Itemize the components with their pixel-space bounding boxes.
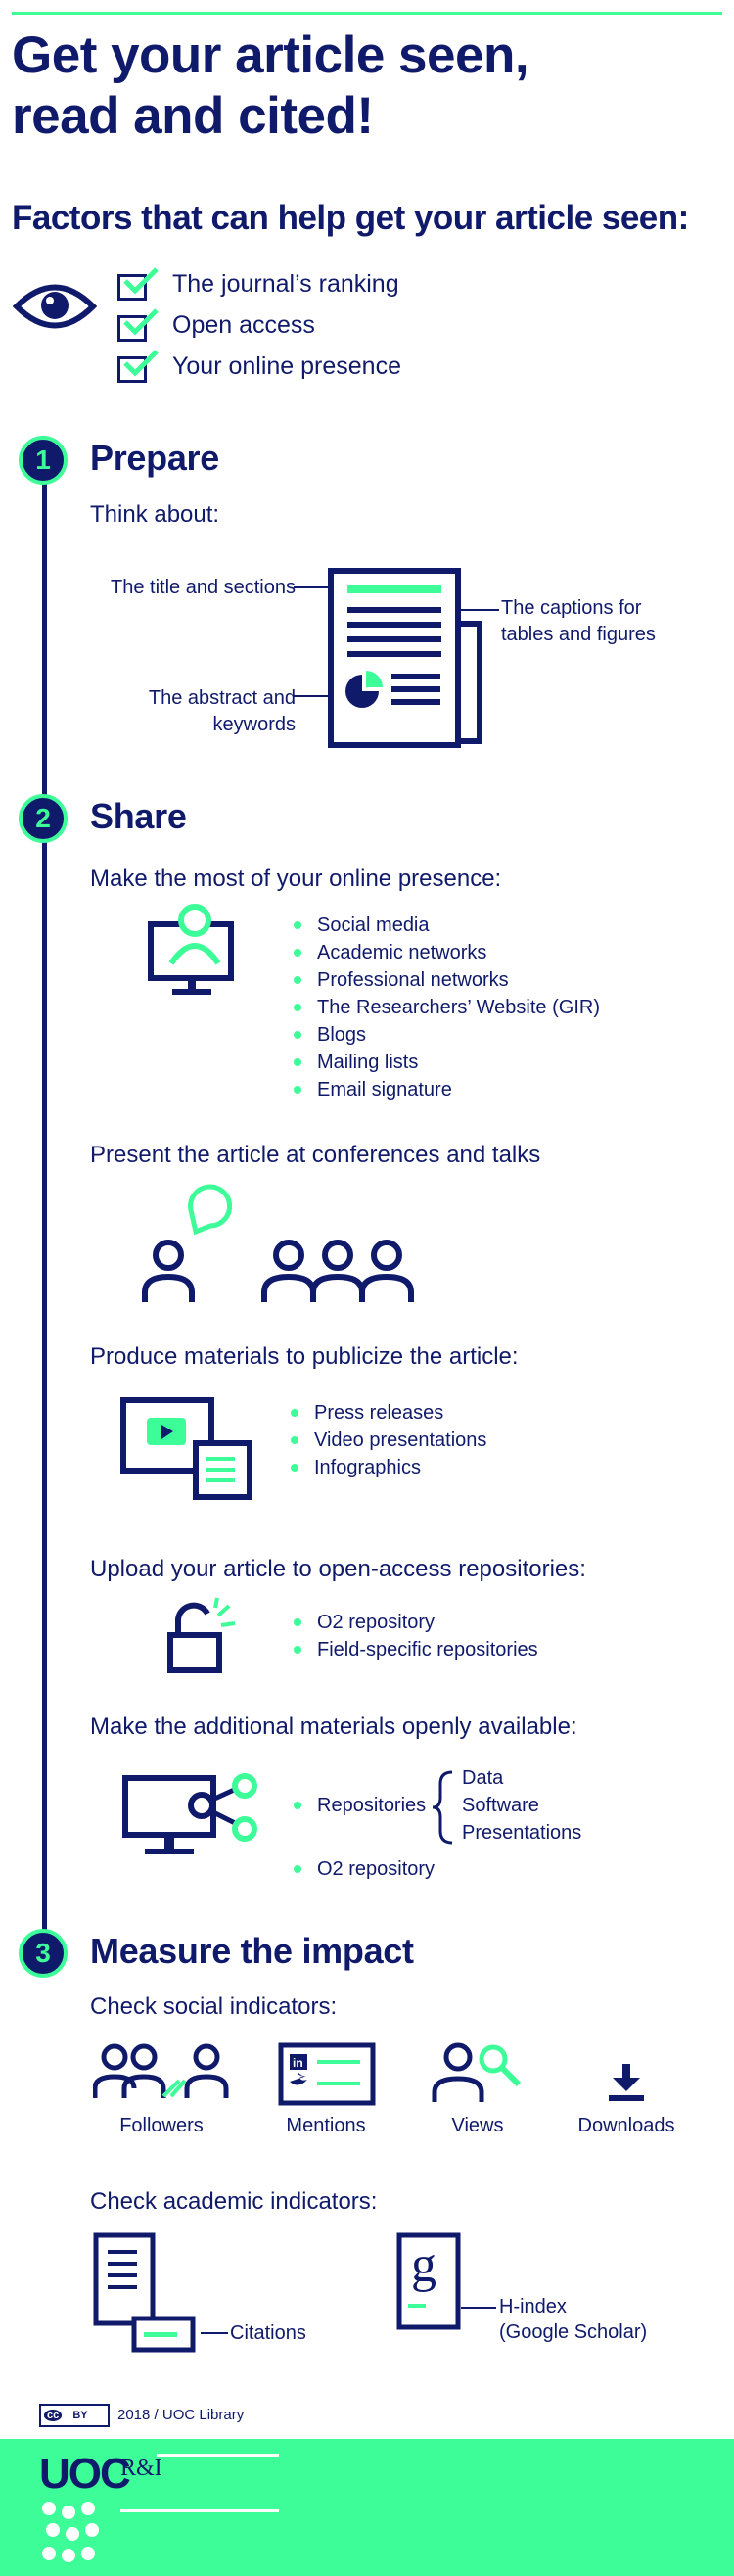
uoc-logo: UOC bbox=[39, 2450, 131, 2498]
unit-label: R&I bbox=[120, 2456, 162, 2481]
list-item: Infographics bbox=[291, 1454, 486, 1481]
scholar-g-icon: g bbox=[411, 2237, 436, 2293]
mentions-icon: in bbox=[278, 2042, 376, 2106]
indicator-label: Mentions bbox=[286, 2115, 366, 2136]
hindex-line: H-index bbox=[499, 2296, 567, 2318]
step-number: 3 bbox=[35, 1938, 51, 1968]
hindex-label: H-index (Google Scholar) bbox=[499, 2294, 647, 2345]
credits-text: 2018 / UOC Library bbox=[117, 2407, 245, 2423]
footer-line bbox=[157, 2454, 279, 2457]
list-item: Press releases bbox=[291, 1399, 486, 1427]
label-abstract-line: keywords bbox=[212, 714, 296, 735]
timeline-line bbox=[42, 460, 47, 1953]
additional-heading: Make the additional materials openly ava… bbox=[90, 1713, 577, 1740]
list-item: Mailing lists bbox=[294, 1049, 600, 1076]
additional-repositories-list: Repositories bbox=[294, 1792, 426, 1819]
label-abstract-line: The abstract and bbox=[148, 687, 296, 709]
materials-heading: Produce materials to publicize the artic… bbox=[90, 1343, 519, 1370]
followers-icon bbox=[93, 2043, 229, 2098]
list-item: O2 repository bbox=[294, 1855, 435, 1883]
label-captions: The captions for tables and figures bbox=[501, 595, 656, 648]
download-icon bbox=[609, 2064, 644, 2101]
list-item: Field-specific repositories bbox=[294, 1636, 538, 1663]
cc-icon: cc bbox=[44, 2410, 63, 2421]
curly-brace-icon bbox=[432, 1770, 453, 1845]
hindex-line: (Google Scholar) bbox=[499, 2321, 648, 2343]
checkbox-icon bbox=[117, 274, 147, 301]
repositories-heading: Upload your article to open-access repos… bbox=[90, 1556, 586, 1582]
step-number: 2 bbox=[35, 803, 51, 833]
list-item: Professional networks bbox=[294, 966, 600, 994]
label-abstract: The abstract and keywords bbox=[39, 685, 296, 738]
computer-share-icon bbox=[122, 1773, 257, 1854]
sub-item: Data bbox=[462, 1767, 504, 1789]
list-item: The Researchers’ Website (GIR) bbox=[294, 994, 600, 1021]
connector-line bbox=[461, 2307, 496, 2309]
materials-list: Press releases Video presentations Infog… bbox=[291, 1399, 486, 1481]
label-captions-line: The captions for bbox=[501, 597, 642, 619]
checkbox-icon bbox=[117, 315, 147, 342]
repositories-list: O2 repository Field-specific repositorie… bbox=[294, 1609, 538, 1663]
factor-label: Open access bbox=[172, 311, 315, 339]
step-1-badge: 1 bbox=[19, 436, 68, 485]
svg-text:in: in bbox=[293, 2056, 303, 2070]
check-icon bbox=[123, 267, 159, 295]
step-2-title: Share bbox=[90, 796, 187, 836]
label-title-sections: The title and sections bbox=[111, 577, 296, 598]
indicator-label: Followers bbox=[119, 2115, 204, 2136]
online-heading: Make the most of your online presence: bbox=[90, 866, 502, 892]
computer-user-icon bbox=[148, 904, 234, 995]
social-heading: Check social indicators: bbox=[90, 1993, 338, 2020]
factor-label: Your online presence bbox=[172, 352, 401, 380]
google-scholar-icon bbox=[396, 2232, 461, 2330]
indicator-label: Downloads bbox=[577, 2115, 675, 2136]
page-subtitle: Factors that can help get your article s… bbox=[12, 199, 689, 237]
factor-label: The journal’s ranking bbox=[172, 270, 399, 298]
title-line-1: Get your article seen, bbox=[12, 26, 529, 84]
views-icon bbox=[432, 2042, 522, 2102]
label-captions-line: tables and figures bbox=[501, 624, 656, 645]
additional-o2-list: O2 repository bbox=[294, 1855, 435, 1883]
footer-line bbox=[120, 2509, 279, 2512]
step-3-title: Measure the impact bbox=[90, 1931, 414, 1971]
cc-license-badge: cc BY bbox=[39, 2404, 110, 2427]
open-lock-icon bbox=[167, 1597, 236, 1673]
indicator-label: Views bbox=[451, 2115, 504, 2136]
footer-band bbox=[0, 2439, 734, 2576]
check-icon bbox=[123, 308, 159, 336]
check-icon bbox=[123, 350, 159, 377]
list-item: O2 repository bbox=[294, 1609, 538, 1636]
list-item: Blogs bbox=[294, 1021, 600, 1049]
page-title: Get your article seen, read and cited! bbox=[12, 25, 716, 147]
video-materials-icon bbox=[120, 1397, 252, 1500]
list-item: Video presentations bbox=[291, 1427, 486, 1454]
connector-line bbox=[201, 2332, 228, 2334]
sub-item: Software bbox=[462, 1795, 539, 1816]
citations-icon bbox=[93, 2232, 196, 2353]
cc-by-label: BY bbox=[72, 2410, 88, 2421]
step-1-title: Prepare bbox=[90, 438, 219, 478]
step-3-badge: 3 bbox=[19, 1929, 68, 1978]
list-item: Email signature bbox=[294, 1076, 600, 1103]
top-accent-line bbox=[12, 12, 722, 15]
list-item: Social media bbox=[294, 912, 600, 939]
academic-heading: Check academic indicators: bbox=[90, 2188, 378, 2215]
conferences-heading: Present the article at conferences and t… bbox=[90, 1142, 541, 1168]
prepare-intro: Think about: bbox=[90, 501, 220, 528]
step-number: 1 bbox=[35, 445, 51, 475]
step-2-badge: 2 bbox=[19, 794, 68, 843]
document-icon bbox=[294, 568, 499, 748]
list-item: Repositories bbox=[294, 1792, 426, 1819]
checkbox-icon bbox=[117, 356, 147, 383]
title-line-2: read and cited! bbox=[12, 87, 374, 145]
sub-item: Presentations bbox=[462, 1822, 582, 1844]
list-item: Academic networks bbox=[294, 939, 600, 966]
conference-speaker-icon bbox=[142, 1184, 414, 1302]
citations-label: Citations bbox=[230, 2322, 306, 2344]
online-presence-list: Social media Academic networks Professio… bbox=[294, 912, 600, 1103]
uoc-dots-icon bbox=[42, 2502, 99, 2562]
additional-sub-list: Data Software Presentations bbox=[462, 1764, 581, 1847]
eye-icon bbox=[13, 284, 97, 329]
